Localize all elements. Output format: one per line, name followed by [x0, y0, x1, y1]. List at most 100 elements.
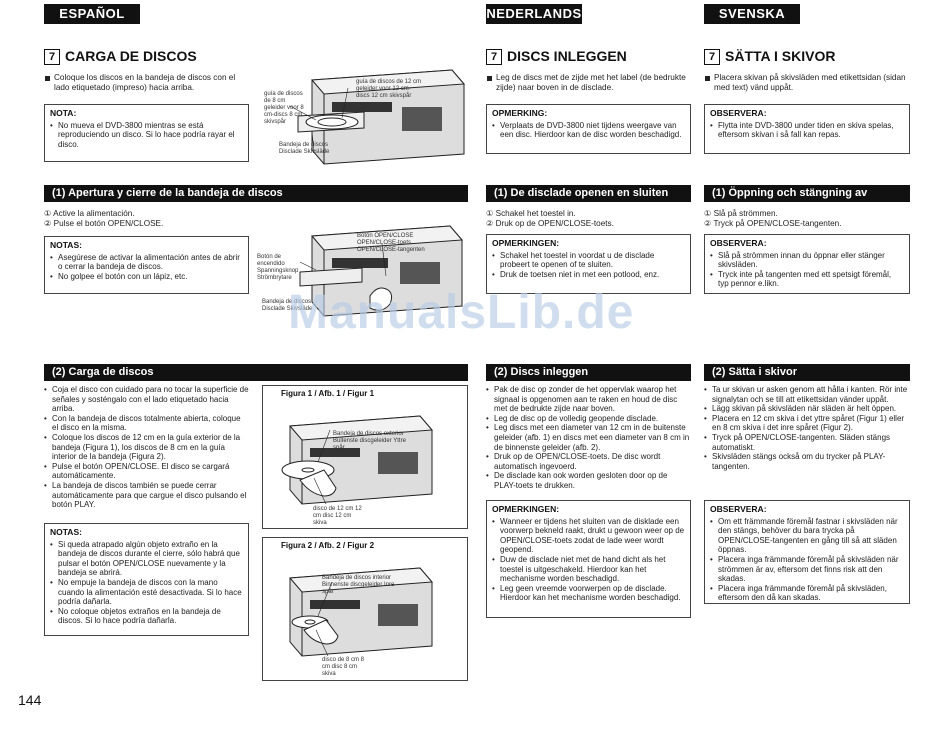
step-item: ② Druk op de OPEN/CLOSE-toets.: [486, 219, 614, 228]
section-title-text: SÄTTA I SKIVOR: [725, 48, 836, 64]
note-item: Verplaats de DVD-3800 niet tijdens weerg…: [492, 121, 685, 140]
steps-sv: ① Slå på strömmen. ② Tryck på OPEN/CLOSE…: [704, 209, 910, 229]
body-item: Leg de disc op de volledig geopende disc…: [486, 414, 691, 424]
note-item: Om ett främmande föremål fastnar i skivs…: [710, 517, 904, 555]
note-box-nl: OPMERKING: Verplaats de DVD-3800 niet ti…: [486, 104, 691, 154]
label-outer-guide: Bandeja de discos exterior Buitenste dis…: [333, 431, 406, 451]
figure-2-box: [262, 537, 468, 681]
note-box-es-3: NOTAS: Si queda atrapado algún objeto ex…: [44, 523, 249, 636]
body-item: Pulse el botón OPEN/CLOSE. El disco se c…: [44, 462, 249, 481]
note-item: Placera inga främmande föremål på skivsl…: [710, 555, 904, 584]
label-12cm-guide: guía de discos de 12 cm geleider voor 12…: [356, 79, 422, 99]
steps-es: ① Active la alimentación. ② Pulse el bot…: [44, 209, 244, 229]
note-item: Leg geen vreemde voorwerpen op de discla…: [492, 584, 685, 603]
step-item: ① Slå på strömmen.: [704, 209, 778, 218]
note-item: Wanneer er tijdens het sluiten van de di…: [492, 517, 685, 555]
body-item: Tryck på OPEN/CLOSE-tangenten. Släden st…: [704, 433, 910, 452]
figure-1-title: Figura 1 / Afb. 1 / Figur 1: [281, 389, 375, 398]
step-item: ① Active la alimentación.: [44, 209, 135, 218]
note-heading: NOTA:: [50, 108, 77, 118]
body-item: Placera en 12 cm skiva i det yttre spåre…: [704, 414, 910, 433]
body-item: Lägg skivan på skivsläden när släden är …: [704, 404, 910, 414]
note-heading: NOTAS:: [50, 240, 82, 250]
note-item: No coloque objetos extraños en la bandej…: [50, 607, 243, 626]
steps-nl: ① Schakel het toestel in. ② Druk op de O…: [486, 209, 691, 229]
figure-2-title: Figura 2 / Afb. 2 / Figur 2: [281, 541, 375, 550]
note-box-es-2: NOTAS: Asegúrese de activar la alimentac…: [44, 236, 249, 294]
section-title-text: CARGA DE DISCOS: [65, 48, 197, 64]
note-box-sv: OBSERVERA: Flytta inte DVD-3800 under ti…: [704, 104, 910, 154]
section-title-nl: 7 DISCS INLEGGEN: [486, 47, 627, 65]
note-box-nl-3: OPMERKINGEN: Wanneer er tijdens het slui…: [486, 500, 691, 618]
note-item: Schakel het toestel in voordat u de disc…: [492, 251, 685, 270]
note-heading: OBSERVERA:: [710, 504, 767, 514]
figure-1-illustration: [281, 415, 434, 505]
section-title-es: 7 CARGA DE DISCOS: [44, 47, 197, 65]
note-item: No golpee el botón con un lápiz, etc.: [50, 272, 243, 282]
note-heading: OBSERVERA:: [710, 108, 767, 118]
body-item: Skivsläden stängs också om du trycker på…: [704, 452, 910, 471]
step-item: ① Schakel het toestel in.: [486, 209, 576, 218]
body-item: Coja el disco con cuidado para no tocar …: [44, 385, 249, 414]
intro-es: Coloque los discos en la bandeja de disc…: [44, 73, 249, 93]
label-8cm-guide: guía de discos de 8 cm geleider voor 8 c…: [264, 91, 304, 125]
section-number: 7: [486, 49, 502, 65]
section-number: 7: [44, 49, 60, 65]
body-item: Druk op de OPEN/CLOSE-toets. De disc wor…: [486, 452, 691, 471]
section-bar-sv-1: (1) Öppning och stängning av skivsläden: [704, 185, 910, 216]
section-bar-nl-1: (1) De disclade openen en sluiten: [486, 185, 691, 202]
note-box-es: NOTA: No mueva el DVD-3800 mientras se e…: [44, 104, 249, 162]
body-nl: Pak de disc op zonder de het oppervlak w…: [486, 385, 691, 491]
step-item: ② Tryck på OPEN/CLOSE-tangenten.: [704, 219, 842, 228]
watermark: ManualsLib.de: [288, 286, 635, 339]
body-item: De disclade kan ook worden gesloten door…: [486, 471, 691, 490]
figure-1-box: [262, 385, 468, 529]
note-heading: OPMERKINGEN:: [492, 238, 560, 248]
note-box-sv-3: OBSERVERA: Om ett främmande föremål fast…: [704, 500, 910, 604]
note-item: Placera inga främmande föremål på skivsl…: [710, 584, 904, 603]
section-bar-sv-2: (2) Sätta i skivor: [704, 364, 910, 381]
note-item: Si queda atrapado algún objeto extraño e…: [50, 540, 243, 578]
section-number: 7: [704, 49, 720, 65]
dvd-player-tray-illustration: [289, 69, 466, 165]
label-open-close-button: Botón OPEN/CLOSE OPEN/CLOSE-toets OPEN/C…: [357, 233, 425, 253]
section-bar-nl-2: (2) Discs inleggen: [486, 364, 691, 381]
body-item: Pak de disc op zonder de het oppervlak w…: [486, 385, 691, 414]
label-12cm-disc: disco de 12 cm 12 cm disc 12 cm skiva: [313, 506, 362, 526]
body-sv: Ta ur skivan ur asken genom att hålla i …: [704, 385, 910, 471]
section-title-text: DISCS INLEGGEN: [507, 48, 627, 64]
label-8cm-disc: disco de 8 cm 8 cm disc 8 cm skiva: [322, 657, 365, 677]
section-bar-es-2: (2) Carga de discos: [44, 364, 468, 381]
step-item: ② Pulse el botón OPEN/CLOSE.: [44, 219, 164, 228]
body-item: Con la bandeja de discos totalmente abie…: [44, 414, 249, 433]
page-number: 144: [18, 692, 42, 708]
note-box-sv-2: OBSERVERA: Slå på strömmen innan du öppn…: [704, 234, 910, 294]
body-item: Leg discs met een diameter van 12 cm in …: [486, 423, 691, 452]
label-inner-guide: Bandeja de discos interior Binnenste dis…: [322, 575, 395, 595]
note-item: Asegúrese de activar la alimentación ant…: [50, 253, 243, 272]
body-es: Coja el disco con cuidado para no tocar …: [44, 385, 249, 510]
label-power-button: Botón de encendido Spanningsknop Strömbr…: [257, 254, 299, 281]
body-item: Ta ur skivan ur asken genom att hålla i …: [704, 385, 910, 404]
note-heading: NOTAS:: [50, 527, 82, 537]
section-title-sv: 7 SÄTTA I SKIVOR: [704, 47, 835, 65]
body-item: Coloque los discos de 12 cm en la guía e…: [44, 433, 249, 462]
intro-sv: Placera skivan på skivsläden med etikett…: [704, 73, 910, 93]
note-item: No empuje la bandeja de discos con la ma…: [50, 578, 243, 607]
note-heading: OBSERVERA:: [710, 238, 767, 248]
note-box-nl-2: OPMERKINGEN: Schakel het toestel in voor…: [486, 234, 691, 294]
note-item: Tryck inte på tangenten med ett spetsigt…: [710, 270, 904, 289]
label-disc-tray-2: Bandeja de discos Disclade Skivsläde: [262, 299, 313, 312]
tab-espanol: ESPAÑOL: [44, 4, 140, 24]
note-item: Druk de toetsen niet in met een potlood,…: [492, 270, 685, 280]
section-bar-es-1: (1) Apertura y cierre de la bandeja de d…: [44, 185, 468, 202]
body-item: La bandeja de discos también se puede ce…: [44, 481, 249, 510]
note-heading: OPMERKING:: [492, 108, 548, 118]
intro-nl: Leg de discs met de zijde met het label …: [486, 73, 691, 93]
figure-2-illustration: [288, 567, 434, 657]
note-heading: OPMERKINGEN:: [492, 504, 560, 514]
note-item: Slå på strömmen innan du öppnar eller st…: [710, 251, 904, 270]
tab-nederlands: NEDERLANDS: [486, 4, 582, 24]
open-close-illustration: [299, 225, 464, 317]
note-item: Duw de disclade niet met de hand dicht a…: [492, 555, 685, 584]
